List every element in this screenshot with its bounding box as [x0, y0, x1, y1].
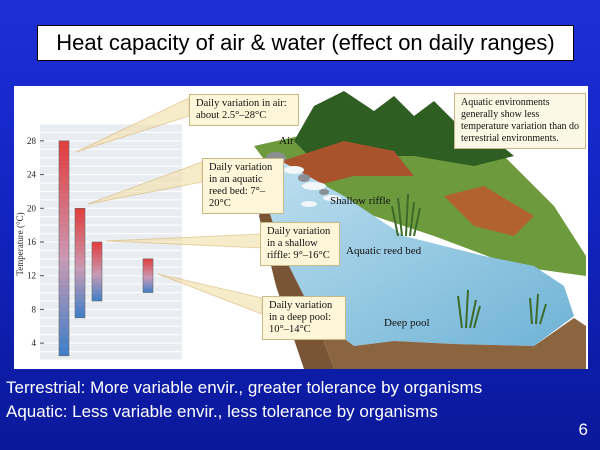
slide-title: Heat capacity of air & water (effect on … [37, 25, 574, 61]
y-tick-label: 20 [27, 203, 37, 213]
range-bars [58, 140, 154, 357]
note-summary: Aquatic environments generally show less… [454, 93, 586, 149]
note-reed-bed: Daily variation in an aquatic reed bed: … [202, 158, 284, 214]
label-shallow-riffle: Shallow riffle [330, 195, 391, 207]
note-deep-pool: Daily variation in a deep pool: 10°–14°C [262, 296, 346, 340]
y-tick-label: 28 [27, 136, 37, 146]
page-number: 6 [578, 420, 588, 439]
range-bar-air [58, 140, 70, 357]
range-bar-shallow-riffle [91, 241, 103, 302]
y-axis-label: Temperature (°C) [15, 212, 25, 275]
label-air: Air [279, 135, 294, 147]
y-tick-label: 16 [27, 237, 37, 247]
footer-line-terrestrial: Terrestrial: More variable envir., great… [6, 378, 483, 397]
connector-lines [75, 97, 265, 315]
y-tick-label: 12 [27, 271, 36, 281]
range-bar-deep-pool [142, 258, 154, 293]
y-tick-label: 4 [32, 338, 37, 348]
y-tick-label: 8 [32, 304, 37, 314]
note-shallow-riffle: Daily variation in a shallow riffle: 9°–… [260, 222, 340, 266]
y-tick-label: 24 [27, 170, 37, 180]
figure-panel: 28 24 20 16 12 8 4 Temperature (°C) [14, 86, 588, 369]
note-air: Daily variation in air: about 2.5°–28°C [189, 94, 299, 126]
footer-line-aquatic: Aquatic: Less variable envir., less tole… [6, 402, 438, 421]
label-reed-bed: Aquatic reed bed [346, 245, 422, 257]
range-bar-aquatic-reed-bed [74, 207, 86, 319]
y-axis-ticks: 28 24 20 16 12 8 4 [27, 136, 44, 348]
label-deep-pool: Deep pool [384, 317, 430, 329]
